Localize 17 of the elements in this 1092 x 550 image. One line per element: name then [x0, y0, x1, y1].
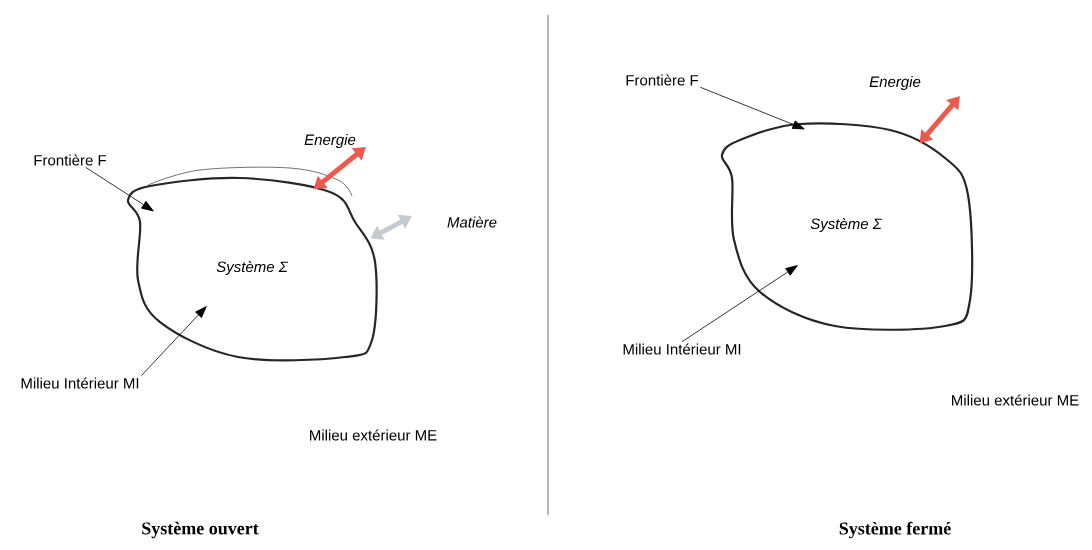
edge-label: Energie — [304, 134, 356, 148]
leader-line — [140, 306, 207, 377]
callout-text: Frontière F — [626, 74, 699, 86]
region-label: Milieu extérieur ME — [310, 429, 437, 441]
region-label: Milieu extérieur ME — [952, 394, 1079, 406]
caption: Système ouvert — [142, 521, 259, 539]
system-boundary: Système Σ — [126, 166, 378, 362]
leader-line — [700, 86, 805, 130]
leader-line — [85, 166, 154, 212]
edge-label: Energie — [869, 76, 921, 90]
callout-text: Frontière F — [34, 154, 107, 166]
system-boundary: Système Σ — [720, 122, 974, 331]
callout-text: Milieu Intérieur MI — [21, 377, 139, 389]
callout-text: Milieu Intérieur MI — [623, 343, 741, 355]
leader-line — [681, 265, 798, 343]
caption: Système fermé — [839, 521, 951, 539]
edge-label: Matière — [447, 216, 497, 228]
